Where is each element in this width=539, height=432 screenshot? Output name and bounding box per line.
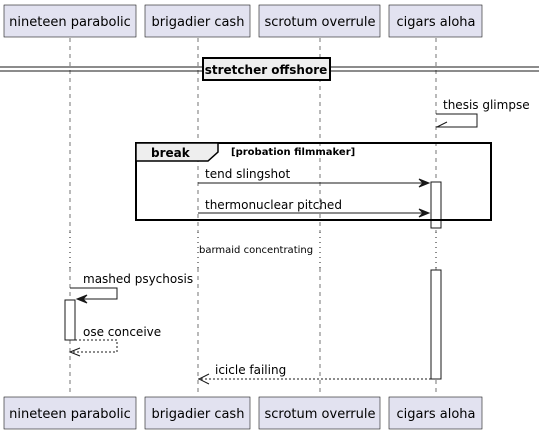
participant-label: nineteen parabolic — [9, 15, 131, 30]
participant-scrotum-overrule-bottom[interactable]: scrotum overrule — [258, 396, 381, 430]
message-label: tend slingshot — [205, 167, 290, 181]
activation-nineteen-parabolic — [64, 299, 76, 341]
message-label: thesis glimpse — [443, 98, 530, 112]
fragment-guard: [probation filmmaker] — [231, 147, 355, 158]
participant-cigars-aloha[interactable]: cigars aloha — [388, 4, 483, 38]
participant-scrotum-overrule[interactable]: scrotum overrule — [258, 4, 381, 38]
fragment-keyword: break — [151, 146, 191, 160]
participant-brigadier-cash-bottom[interactable]: brigadier cash — [144, 396, 251, 430]
message-label: thermonuclear pitched — [205, 198, 342, 212]
participant-label: brigadier cash — [152, 15, 245, 30]
activation-cigars-aloha-2 — [430, 269, 442, 380]
participant-label: cigars aloha — [397, 15, 476, 30]
participant-nineteen-parabolic[interactable]: nineteen parabolic — [3, 4, 137, 38]
message-mashed-psychosis: mashed psychosis — [70, 272, 193, 304]
activation-cigars-aloha-1 — [430, 181, 442, 229]
divider-label: stretcher offshore — [205, 63, 328, 77]
delay-dots — [69, 232, 437, 268]
message-thermonuclear-pitched: thermonuclear pitched — [198, 198, 431, 218]
message-ose-conceive: ose conceive — [68, 325, 161, 357]
participant-label: scrotum overrule — [264, 15, 375, 30]
divider: stretcher offshore — [0, 57, 539, 81]
message-label: icicle failing — [215, 363, 286, 377]
break-fragment: break [probation filmmaker] — [135, 142, 492, 221]
delay-label: barmaid concentrating — [199, 245, 313, 256]
participant-cigars-aloha-bottom[interactable]: cigars aloha — [388, 396, 483, 430]
participant-label: scrotum overrule — [264, 407, 375, 422]
message-label: mashed psychosis — [83, 272, 193, 286]
message-tend-slingshot: tend slingshot — [198, 167, 431, 188]
participant-label: cigars aloha — [397, 407, 476, 422]
participant-brigadier-cash[interactable]: brigadier cash — [144, 4, 251, 38]
participant-nineteen-parabolic-bottom[interactable]: nineteen parabolic — [3, 396, 137, 430]
participant-label: brigadier cash — [152, 407, 245, 422]
message-thesis-glimpse: thesis glimpse — [436, 98, 530, 128]
participant-label: nineteen parabolic — [9, 407, 131, 422]
message-label: ose conceive — [83, 325, 161, 339]
message-icicle-failing: icicle failing — [197, 363, 431, 385]
